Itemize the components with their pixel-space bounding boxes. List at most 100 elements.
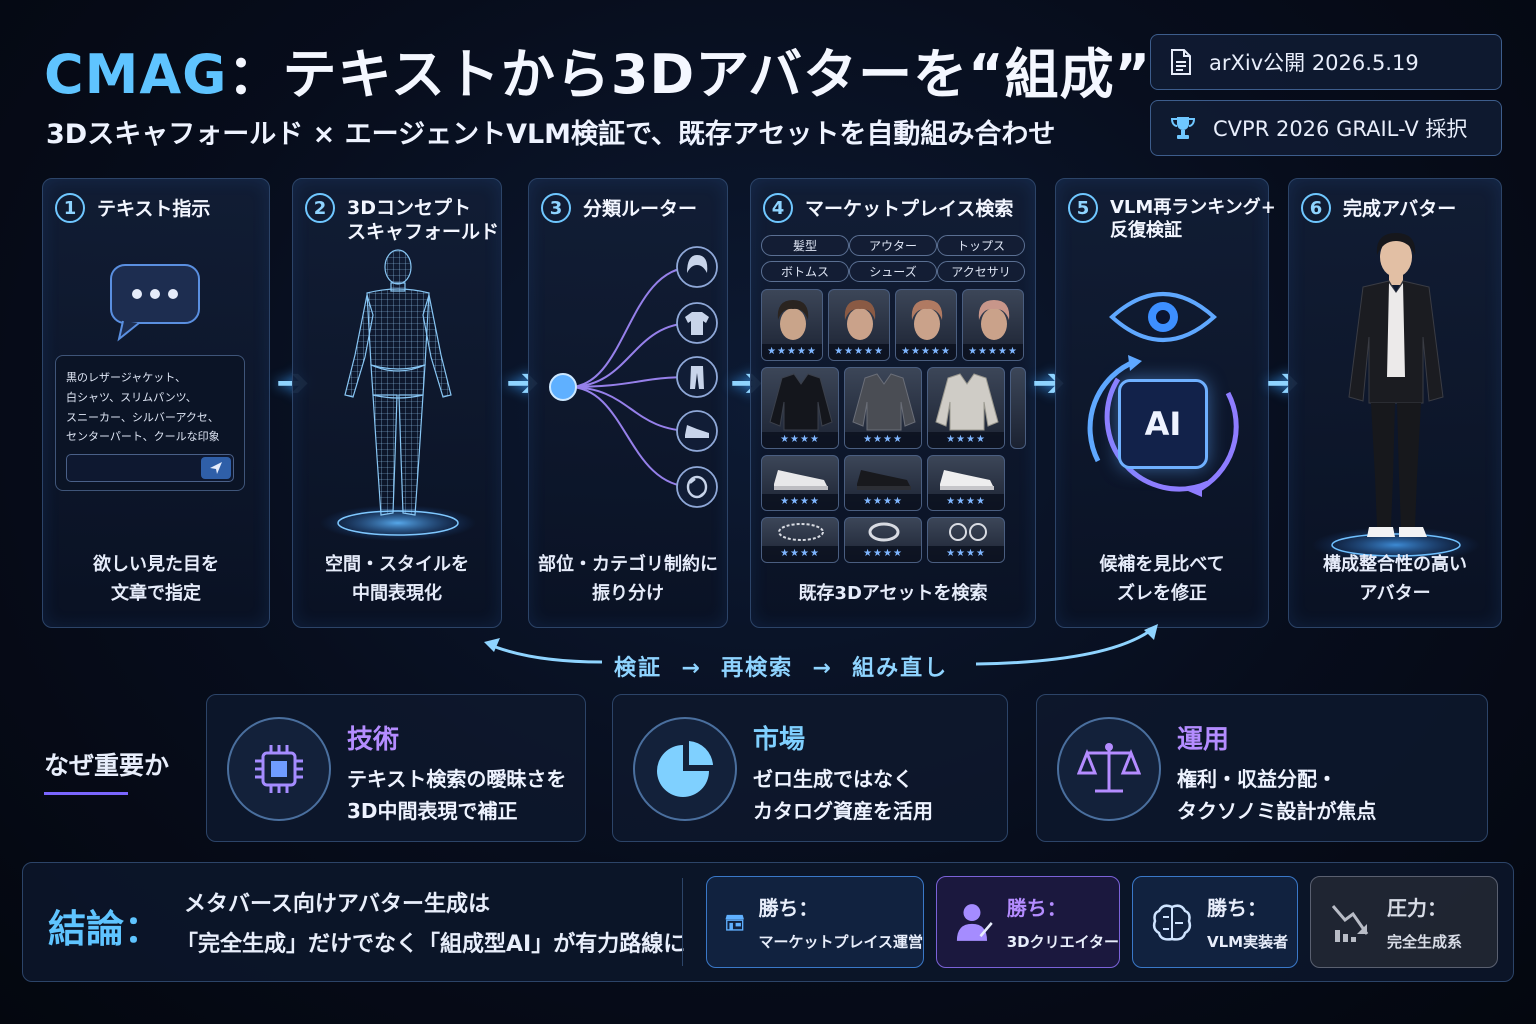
feedback-loop-arrow	[484, 624, 1158, 666]
why-desc: テキスト検索の曖昧さを 3D中間表現で補正	[347, 763, 566, 827]
step-desc: 部位・カテゴリ制約に振り分け	[529, 551, 727, 609]
category-chip[interactable]: 髪型	[761, 235, 849, 256]
asset-tile-shoes[interactable]: ★★★★	[927, 455, 1005, 511]
role-label: 勝ち：	[758, 896, 819, 920]
step-title: VLM再ランキング+ 反復検証	[1110, 197, 1276, 241]
step-marketplace-search: 4 マーケットプレイス検索 髪型 アウター トップス ボトムス シューズ アクセ…	[750, 178, 1036, 628]
step-desc: 欲しい見た目を文章で指定	[43, 551, 269, 609]
step-title: 分類ルーター	[583, 198, 698, 220]
circle-badge	[633, 717, 737, 821]
title-text: ：テキストから3Dアバターを“組成”	[227, 43, 1152, 106]
step-number: 1	[55, 193, 85, 223]
category-chip[interactable]: ボトムス	[761, 261, 849, 282]
conclusion-divider	[682, 878, 683, 966]
why-label: なぜ重要か	[44, 751, 170, 780]
role-label: 勝ち：	[1207, 896, 1267, 920]
step-desc: 候補を見比べてズレを修正	[1056, 551, 1268, 609]
step-number: 3	[541, 193, 571, 223]
date-badge: arXiv公開 2026.5.19	[1150, 34, 1502, 90]
role-name: VLM実装者	[1207, 933, 1289, 951]
decline-chart-icon	[1331, 905, 1369, 942]
role-card-vlm: 勝ち： VLM実装者	[1132, 876, 1298, 968]
step-desc: 空間・スタイルを中間表現化	[293, 551, 501, 609]
conclusion-line: メタバース向けアバター生成は	[184, 892, 491, 917]
step-number: 5	[1068, 193, 1098, 223]
step-desc-line: 振り分け	[592, 583, 664, 605]
step-title: テキスト指示	[97, 198, 211, 220]
why-desc-line: テキスト検索の曖昧さを	[347, 767, 567, 791]
why-desc-line: ゼロ生成ではなく	[753, 767, 913, 791]
why-desc-line: 3D中間表現で補正	[347, 799, 518, 823]
step-title: マーケットプレイス検索	[805, 198, 1014, 220]
chat-bubble-icon	[110, 264, 200, 342]
step-desc-line: 空間・スタイルを	[325, 554, 469, 576]
conclusion-label: 結論：	[48, 907, 163, 951]
category-chip[interactable]: シューズ	[849, 261, 937, 282]
why-desc: ゼロ生成ではなくカタログ資産を活用	[753, 763, 933, 827]
asset-tile-shoes[interactable]: ★★★★	[761, 455, 839, 511]
send-icon	[210, 462, 222, 474]
asset-tile-shoes[interactable]: ★★★★	[844, 455, 922, 511]
prompt-line: スニーカー、シルバーアクセ、	[66, 410, 219, 424]
asset-tile-accessory[interactable]: ★★★★	[761, 517, 839, 563]
prompt-line: 白シャツ、スリムパンツ、	[66, 390, 197, 404]
asset-tile-hair[interactable]: ★★★★★	[895, 289, 957, 361]
role-name: 3Dクリエイター	[1006, 933, 1119, 951]
category-chip[interactable]: アクセサリ	[937, 261, 1025, 282]
chip-icon	[255, 745, 303, 793]
step-text-instruction: 1 テキスト指示 黒のレザージャケット、 白シャツ、スリムパンツ、 スニーカー、…	[42, 178, 270, 628]
step-desc-line: 文章で指定	[111, 583, 201, 605]
bracelet-icon	[686, 475, 708, 499]
why-card-market: 市場 ゼロ生成ではなくカタログ資産を活用	[612, 694, 1008, 842]
why-desc-line: タクソノミ設計が焦点	[1177, 799, 1377, 823]
avatar-figure-icon	[1312, 233, 1480, 563]
page-subtitle: 3Dスキャフォールド × エージェントVLM検証で、既存アセットを自動組み合わせ	[46, 119, 1056, 150]
document-icon	[1171, 49, 1191, 75]
asset-tile-hair[interactable]: ★★★★★	[962, 289, 1024, 361]
why-desc-line: 権利・収益分配・	[1177, 767, 1337, 791]
circle-badge	[1057, 717, 1161, 821]
store-icon	[725, 914, 744, 931]
why-heading: 市場	[753, 725, 806, 755]
role-label: 勝ち：	[1006, 896, 1067, 920]
asset-tile-outer[interactable]: ★★★★	[844, 367, 922, 449]
step-title: 完成アバター	[1343, 198, 1457, 220]
asset-tile-outer[interactable]: ★★★★	[927, 367, 1005, 449]
prompt-line: 黒のレザージャケット、	[66, 371, 187, 384]
page-title: CMAG：テキストから3Dアバターを“組成”	[44, 30, 1151, 109]
why-heading: 運用	[1177, 725, 1230, 755]
asset-tile-hair[interactable]: ★★★★★	[828, 289, 890, 361]
why-underline	[44, 792, 128, 795]
shoe-icon	[685, 425, 709, 438]
step-desc: 構成整合性の高いアバター	[1289, 551, 1501, 609]
router-tree-icon	[549, 246, 718, 508]
asset-tile-hair[interactable]: ★★★★★	[761, 289, 823, 361]
role-name: 完全生成系	[1387, 933, 1463, 951]
asset-tile-accessory[interactable]: ★★★★	[927, 517, 1005, 563]
prompt-input[interactable]	[66, 454, 234, 482]
step-concept-scaffold: 2 3Dコンセプト スキャフォールド 空間・スタイルを中間表現化	[292, 178, 502, 628]
wireframe-body-icon	[320, 249, 476, 541]
prompt-line: センターパート、クールな印象	[66, 430, 220, 444]
role-label: 圧力：	[1387, 896, 1447, 920]
title-brand: CMAG	[44, 43, 228, 106]
step-desc-line: 中間表現化	[352, 583, 442, 605]
circle-badge	[227, 717, 331, 821]
step-desc-line: 候補を見比べて	[1099, 554, 1225, 576]
asset-tile-outer-partial[interactable]	[1010, 367, 1026, 449]
role-card-pressure: 圧力： 完全生成系	[1310, 876, 1498, 968]
category-chip[interactable]: トップス	[937, 235, 1025, 256]
why-desc: 権利・収益分配・タクソノミ設計が焦点	[1177, 763, 1376, 827]
loop-label: 検証 → 再検索 → 組み直し	[614, 656, 949, 681]
conclusion-line: 「完全生成」だけでなく「組成型AI」が有力路線に	[176, 932, 686, 957]
asset-tile-outer[interactable]: ★★★★	[761, 367, 839, 449]
asset-tile-accessory[interactable]: ★★★★	[844, 517, 922, 563]
send-button[interactable]	[201, 457, 231, 479]
role-name: マーケットプレイス運営	[758, 933, 923, 951]
category-chip[interactable]: アウター	[849, 235, 937, 256]
brain-icon	[1152, 904, 1192, 941]
step-number: 4	[763, 193, 793, 223]
role-card-marketplace: 勝ち： マーケットプレイス運営	[706, 876, 924, 968]
step-desc-line: ズレを修正	[1117, 583, 1207, 605]
